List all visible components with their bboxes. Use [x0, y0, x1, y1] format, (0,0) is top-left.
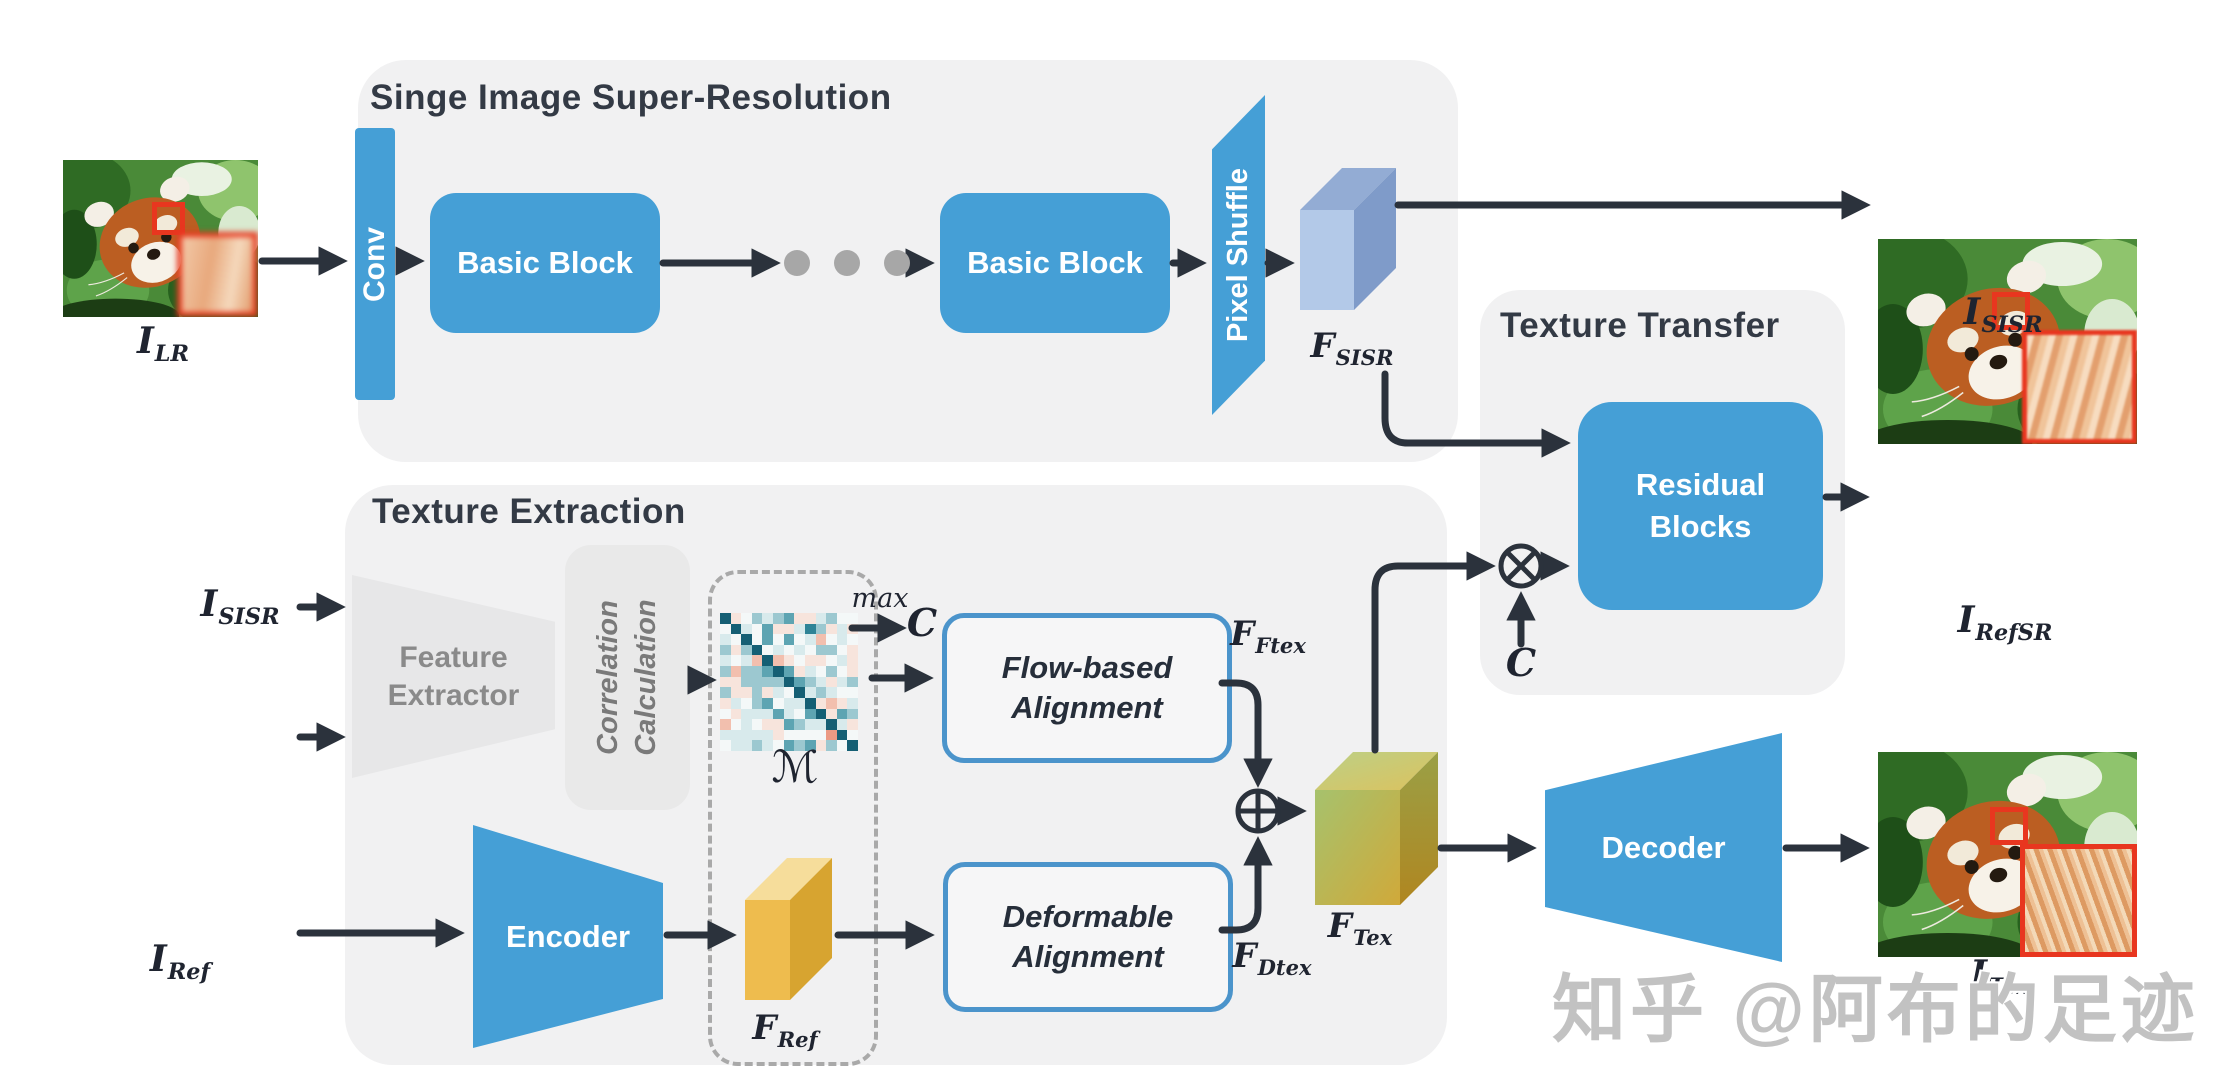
- i-sisr-output-label: ISISR: [1963, 291, 2043, 339]
- sisr-patch-zoom: [2022, 330, 2137, 444]
- deformable-alignment-label: Deformable Alignment: [1002, 898, 1174, 974]
- f-sisr-feature-cube: [1300, 168, 1396, 310]
- lr-patch-zoom: [177, 232, 258, 317]
- sisr-output-image: [1878, 239, 2137, 444]
- pixel-shuffle-block: Pixel Shuffle: [1212, 95, 1265, 415]
- refsr-patch-marker: [1990, 807, 2028, 845]
- flow-based-alignment-block: Flow-based Alignment: [942, 613, 1232, 763]
- feature-extractor-label: Feature Extractor: [387, 641, 520, 712]
- refsr-patch-zoom: [2020, 844, 2137, 957]
- residual-blocks: Residual Blocks: [1578, 402, 1823, 610]
- f-dtex-label: FDtex: [1232, 936, 1312, 980]
- basic-block-2-label: Basic Block: [967, 245, 1143, 280]
- sisr-section-title: Singe Image Super-Resolution: [370, 78, 892, 117]
- texture-transfer-title: Texture Transfer: [1500, 306, 1780, 345]
- sisr-patch-marker: [1992, 292, 2030, 330]
- f-sisr-label: FSISR: [1310, 326, 1394, 370]
- flow-based-alignment-label: Flow-based Alignment: [1001, 649, 1173, 725]
- f-tex-label: FTex: [1327, 906, 1393, 950]
- residual-blocks-label: Residual Blocks: [1635, 467, 1766, 544]
- correlation-matrix-label: ℳ: [771, 742, 819, 793]
- c-from-max-label: C: [906, 600, 938, 645]
- correlation-calculation-block: Correlation Calculation: [565, 545, 690, 810]
- i-sisr-input-label: ISISR: [200, 583, 280, 631]
- encoder-label: Encoder: [505, 918, 631, 954]
- pixel-shuffle-label: Pixel Shuffle: [1222, 167, 1254, 343]
- intermediate-features-dashed-box: [708, 570, 878, 1066]
- f-tex-feature-cube: [1315, 752, 1438, 905]
- lr-patch-marker: [152, 202, 185, 235]
- c-into-multiply-label: C: [1505, 640, 1537, 685]
- texture-extraction-title: Texture Extraction: [372, 492, 686, 531]
- basic-block-1: Basic Block: [430, 193, 660, 333]
- i-lr-label: ILR: [136, 320, 190, 368]
- f-ftex-label: FFtex: [1230, 614, 1306, 658]
- i-tex-label: ITex: [1970, 953, 2030, 1001]
- max-label: max: [851, 583, 909, 614]
- conv-block: Conv: [355, 128, 395, 400]
- f-ref-label: FRef: [752, 1008, 818, 1052]
- input-lr-image: [63, 160, 258, 317]
- i-refsr-label: IRefSR: [1957, 599, 2053, 647]
- basic-block-2: Basic Block: [940, 193, 1170, 333]
- correlation-calculation-label: Correlation Calculation: [591, 599, 662, 756]
- deformable-alignment-block: Deformable Alignment: [943, 862, 1233, 1012]
- refsr-output-image: [1878, 752, 2137, 957]
- correlation-matrix-heatmap: [720, 613, 858, 751]
- i-ref-label: IRef: [149, 938, 211, 986]
- watermark-text: 知乎 @阿布的足迹: [1552, 968, 2199, 1051]
- f-ref-feature-cube: [745, 858, 832, 1000]
- basic-block-1-label: Basic Block: [457, 245, 633, 280]
- decoder-label: Decoder: [1601, 829, 1726, 865]
- decoder-block: Decoder: [1545, 733, 1782, 962]
- conv-label: Conv: [358, 226, 391, 302]
